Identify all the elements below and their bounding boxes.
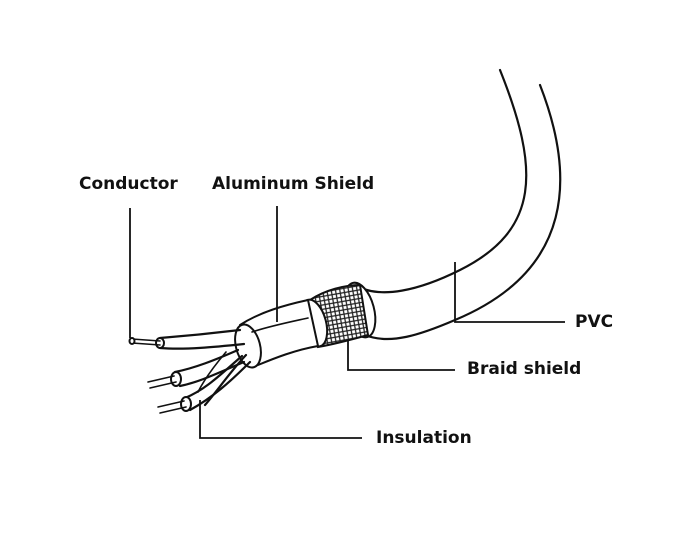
braid-shield-label: Braid shield [467,359,582,379]
braid-shield-leader [347,340,455,371]
insulated-wires [147,348,252,414]
leader-lines [129,206,565,439]
pvc-jacket [343,68,562,341]
conductor-wire [128,328,246,350]
pvc-leader [454,262,565,323]
insulation-leader [199,400,362,439]
insulation-label: Insulation [376,428,472,448]
conductor-label: Conductor [79,174,178,194]
aluminum-shield-label: Aluminum Shield [212,174,375,194]
pvc-label: PVC [575,312,614,332]
aluminum-shield [234,299,319,369]
